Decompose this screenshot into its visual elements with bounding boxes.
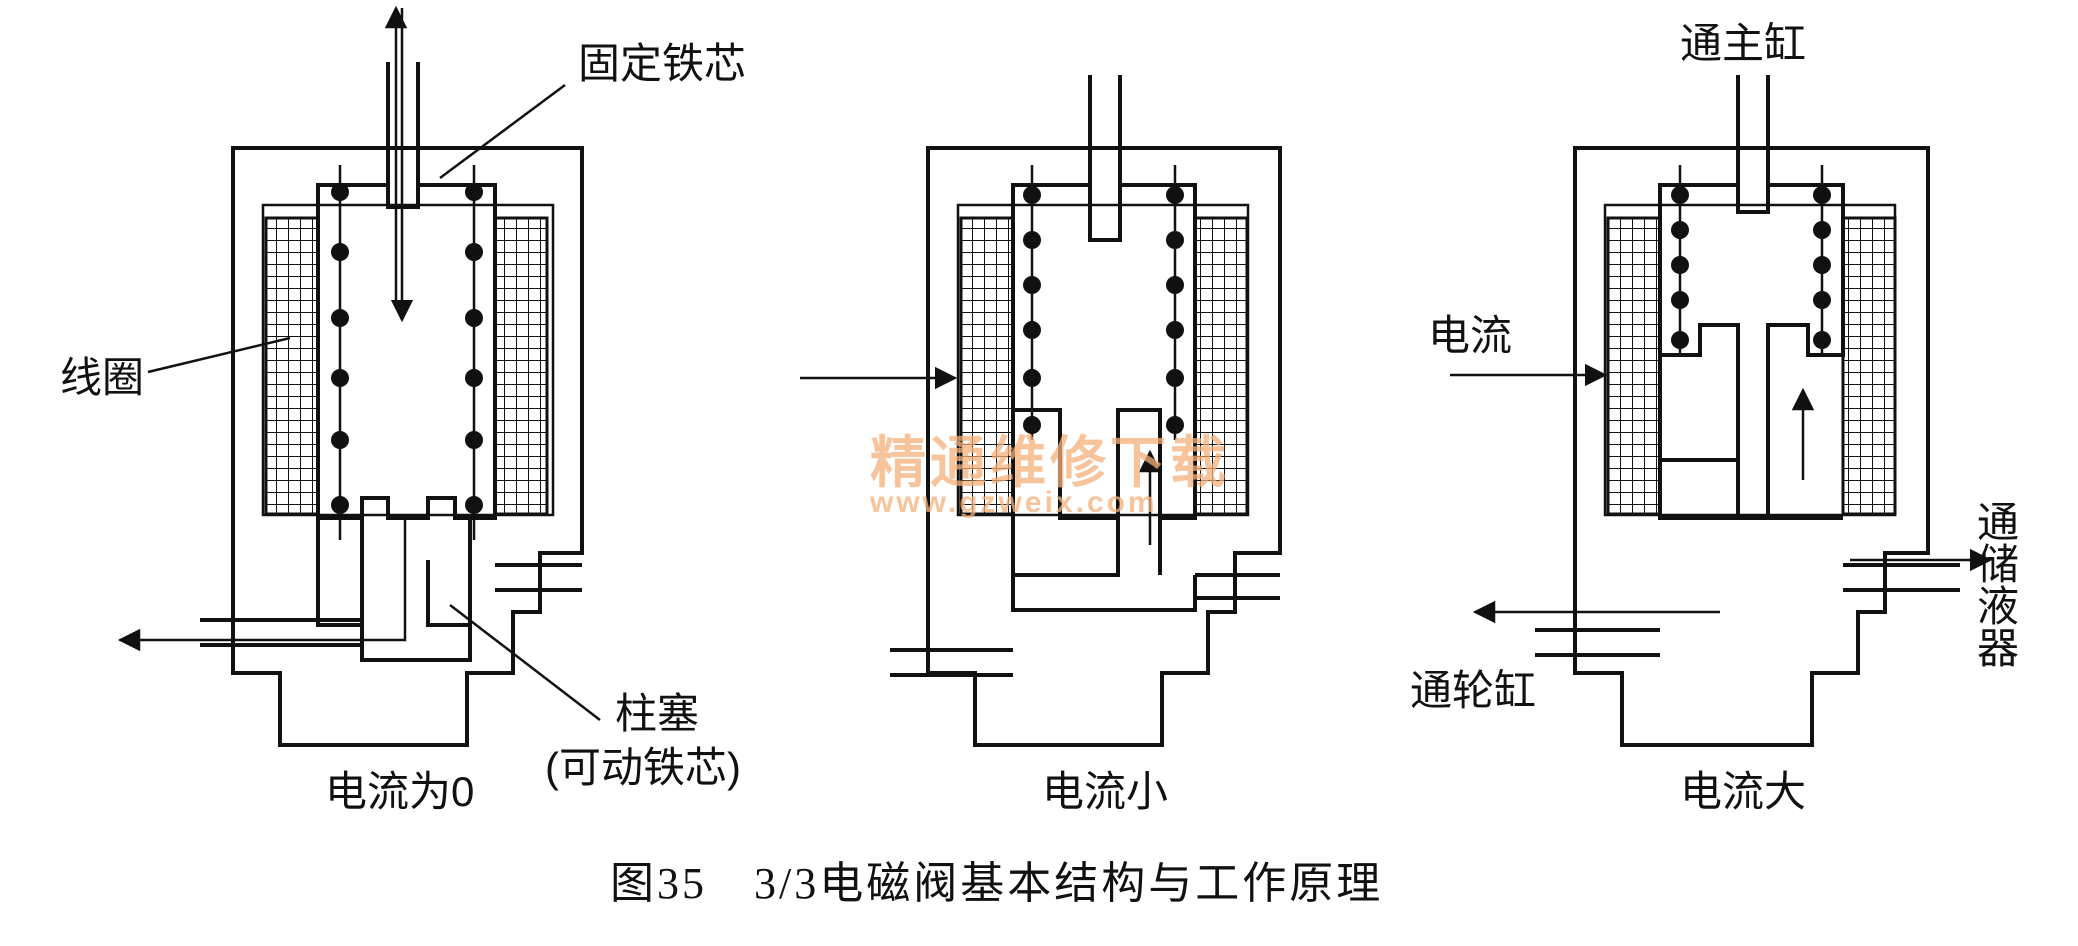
coil-left [959, 216, 1015, 516]
state-label-small: 电流小 [1042, 768, 1168, 815]
coil-right [493, 216, 549, 516]
top-port-pipe [1736, 75, 1770, 185]
figure-caption: 图35 3/3电磁阀基本结构与工作原理 [610, 859, 1383, 908]
watermark-url: www.gzweix.com [869, 486, 1158, 519]
leader-coil [147, 336, 291, 374]
housing-outline [231, 146, 584, 747]
leader-plunger [449, 604, 601, 721]
side-port-right [495, 563, 582, 592]
panel-current-zero: 固定铁芯 线圈 柱塞 (可动铁芯) 电流为0 [60, 5, 746, 815]
ball-chain-left [331, 165, 349, 540]
side-port-left [890, 648, 1013, 677]
side-port-right [1195, 573, 1280, 600]
state-label-zero: 电流为0 [325, 768, 474, 815]
label-to-master-cylinder: 通主缸 [1680, 20, 1806, 67]
coil-left [264, 216, 320, 516]
ball-chain-right [465, 165, 483, 540]
side-port-right [1843, 563, 1960, 592]
leader-fixed-core [439, 83, 566, 180]
coil-left [1606, 216, 1662, 516]
panel-current-small: 电流小 [800, 75, 1282, 815]
label-current: 电流 [1428, 312, 1512, 359]
fixed-core [1658, 183, 1845, 520]
top-port-pipe [386, 62, 420, 185]
ball-chain-right [1166, 165, 1184, 440]
housing-outline [1573, 146, 1930, 747]
fixed-core [316, 183, 497, 520]
label-plunger-sub: (可动铁芯) [545, 744, 741, 791]
label-to-wheel-cylinder: 通轮缸 [1410, 667, 1536, 714]
label-fixed-core: 固定铁芯 [578, 40, 746, 87]
label-plunger: 柱塞 [615, 690, 699, 737]
watermark-text: 精通维修下载 [870, 431, 1230, 494]
ball-chain-right [1813, 165, 1831, 355]
flow-arrow-out-left [117, 515, 407, 652]
ball-chain-left [1671, 165, 1689, 355]
top-port-pipe [1088, 75, 1122, 185]
label-coil: 线圈 [60, 354, 144, 401]
ball-chain-left [1023, 165, 1041, 440]
plunger [1011, 410, 1197, 612]
inner-cavity [261, 203, 555, 517]
side-port-left [200, 618, 362, 647]
side-port-left [1535, 628, 1660, 657]
label-to-reservoir: 通储液器 [1972, 500, 2019, 668]
plunger [1658, 355, 1843, 520]
plunger [316, 518, 472, 662]
panel-current-large: 通主缸 电流 通轮缸 通储液器 电流大 [1410, 20, 2019, 815]
state-label-large: 电流大 [1680, 768, 1806, 815]
coil-right [1841, 216, 1897, 516]
